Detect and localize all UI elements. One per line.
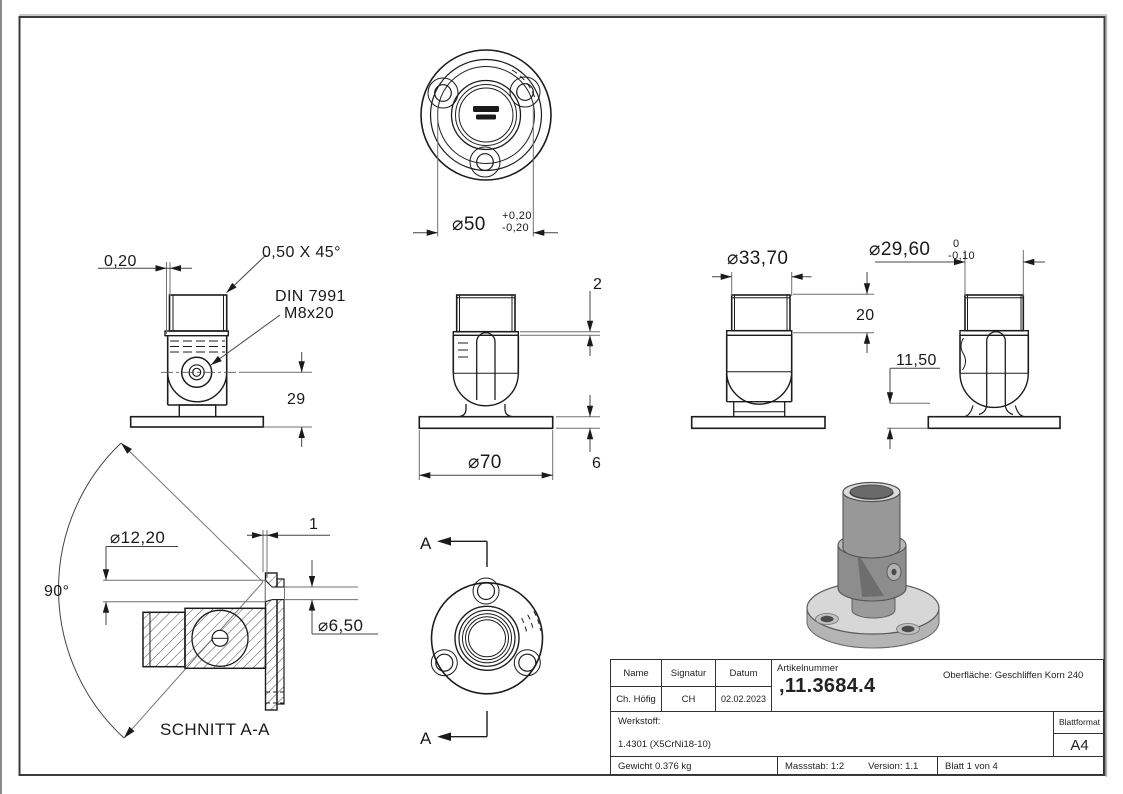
name-value: Ch. Höfig [611, 687, 662, 711]
tolerance-upper: 0 [953, 238, 960, 250]
name-header: Name [611, 660, 662, 687]
view-side [418, 294, 554, 430]
dim-front-offset: 0,20 [98, 253, 192, 334]
dim-label: 0,20 [104, 253, 137, 270]
gewicht-value: Gewicht 0.376 kg [611, 757, 778, 776]
view-front [129, 294, 265, 428]
view-section: 90° ⌀12,20 [44, 442, 378, 739]
dim-label: ⌀33,70 [727, 248, 788, 269]
blatt-value: Blatt 1 von 4 [945, 761, 998, 772]
artikelnummer-header: Artikelnummer [777, 663, 839, 674]
view-right2 [927, 294, 1061, 430]
massstab-value: Massstab: 1:2 [785, 761, 845, 772]
dim-label: 1 [309, 516, 318, 533]
dim-right1-height20: 20 [793, 272, 875, 353]
view-top [420, 49, 552, 181]
view-3d-render [806, 481, 940, 649]
view-bottom [430, 577, 544, 695]
engraving-mark [473, 106, 499, 120]
screen-edge [0, 0, 2, 794]
dim-label: ⌀29,60 [869, 239, 930, 260]
dim-label: ⌀50 [452, 214, 486, 235]
artikelnummer-value: ,11.3684.4 [779, 675, 876, 697]
callout-chamfer: 0,50 X 45° [226, 244, 341, 294]
dim-label: 20 [856, 307, 875, 324]
dim-label: 2 [593, 276, 602, 293]
cut-letter-bottom: A [420, 729, 432, 748]
dim-right2-dia: ⌀29,60 0 -0,10 [869, 238, 1045, 296]
dim-side-dia70: ⌀70 [418, 430, 554, 480]
dim-label: ⌀70 [468, 452, 502, 473]
werkstoff-value: 1.4301 (X5CrNi18-10) [618, 739, 711, 750]
sheet-frame [18, 14, 1108, 777]
datum-header: Datum [716, 660, 772, 687]
datum-value: 02.02.2023 [716, 687, 772, 711]
chamfer-label: 0,50 X 45° [262, 244, 341, 261]
dim-label: 6 [592, 455, 601, 472]
werkstoff-header: Werkstoff: [618, 716, 661, 727]
dim-right1-dia: ⌀33,70 [712, 248, 812, 296]
cut-letter-top: A [420, 534, 432, 553]
version-value: Version: 1.1 [868, 761, 919, 772]
dim-section-dia1220: ⌀12,20 [102, 528, 266, 625]
dim-top-dia50: ⌀50 +0,20 -0,20 [413, 107, 558, 237]
cutting-plane-a-a: A A [420, 534, 488, 748]
section-label: SCHNITT A-A [160, 720, 270, 739]
dim-section-dia650: ⌀6,50 [284, 560, 378, 635]
signatur-header: Signatur [662, 660, 716, 687]
screw-standard: DIN 7991 [275, 288, 346, 305]
title-block: Name Signatur Datum Ch. Höfig CH 02.02.2… [610, 659, 1105, 776]
tolerance-upper: +0,20 [502, 210, 532, 222]
callout-screw: DIN 7991 M8x20 [210, 288, 346, 366]
view-right1 [690, 294, 826, 430]
oberflaeche-value: Oberfläche: Geschliffen Korn 240 [943, 670, 1084, 681]
signatur-value: CH [662, 687, 716, 711]
dim-label: 29 [287, 391, 306, 408]
dim-side-base6: 6 [556, 395, 601, 472]
dim-section-plate1: 1 [247, 516, 330, 578]
tolerance-lower: -0,10 [948, 250, 975, 262]
angle-label: 90° [44, 583, 69, 600]
massstab-cell: Massstab: 1:2 Version: 1.1 [778, 757, 938, 776]
screw-size: M8x20 [284, 305, 334, 322]
dim-label: ⌀12,20 [110, 528, 165, 547]
blattformat-header: Blattformat [1054, 711, 1105, 734]
dim-side-gap2: 2 [520, 276, 602, 356]
dim-label: 11,50 [896, 352, 937, 369]
dim-label: ⌀6,50 [318, 616, 363, 635]
tolerance-lower: -0,20 [502, 222, 529, 234]
blattformat-value: A4 [1054, 734, 1105, 757]
werkstoff-cell [611, 711, 1054, 757]
dim-right2-height1150: 11,50 [886, 352, 940, 449]
dim-front-height29: 29 [240, 352, 312, 447]
